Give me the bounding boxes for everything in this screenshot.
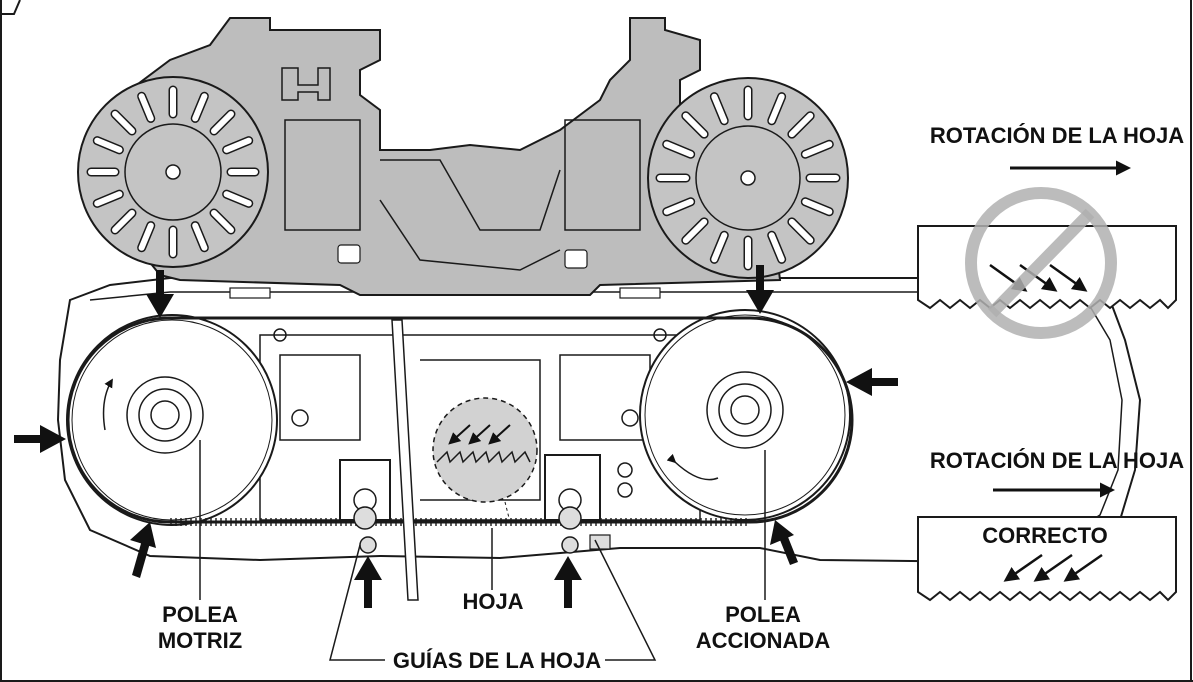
label-blade: HOJA (462, 589, 523, 614)
blade-sample-incorrect (917, 225, 1177, 310)
pointer-arrows (14, 265, 898, 608)
blade-guide-left (339, 459, 391, 554)
blade-sample-correct (917, 516, 1177, 602)
label-driven-pulley-line1: POLEA (725, 602, 801, 627)
pointer-arrow-top-left (146, 270, 174, 318)
label-drive-pulley-line2: MOTRIZ (158, 628, 242, 653)
vent-slot-fill (682, 112, 708, 138)
vent-slot-fill (768, 93, 785, 124)
label-rotation-bottom: ROTACIÓN DE LA HOJA (930, 448, 1184, 473)
pointer-arrow-guide-left (354, 556, 382, 608)
pointer-arrow-left (14, 425, 66, 453)
pointer-arrow-top-right (746, 265, 774, 314)
correct-example (917, 482, 1177, 602)
label-driven-pulley-line2: ACCIONADA (696, 628, 831, 653)
blade-guide-right (544, 454, 633, 554)
leader-guides-right (594, 539, 657, 661)
vent-slot-fill (802, 141, 833, 158)
label-blade-guides: GUÍAS DE LA HOJA (393, 648, 601, 673)
upper-left-wheel-cover (77, 76, 269, 268)
vent-slot-fill (768, 232, 785, 263)
vent-slot-fill (112, 111, 135, 134)
vent-slot-fill (788, 218, 814, 244)
leader-guides-left (329, 544, 385, 661)
vent-slot-fill (112, 210, 135, 233)
teeth-detail-magnifier (432, 397, 538, 523)
vent-slot-fill (138, 222, 154, 251)
pointer-arrow-bottom-right (770, 520, 798, 565)
driven-pulley (639, 309, 851, 521)
vent-slot-fill (94, 191, 123, 207)
vent-slot-fill (211, 210, 234, 233)
label-rotation-top: ROTACIÓN DE LA HOJA (930, 123, 1184, 148)
vent-slot-fill (711, 93, 728, 124)
vent-slot-fill (94, 137, 123, 153)
vent-slot-fill (682, 218, 708, 244)
label-drive-pulley-line1: POLEA (162, 602, 238, 627)
label-correct: CORRECTO (982, 523, 1108, 548)
saw-housing-upper (98, 17, 782, 299)
upper-right-wheel-cover (647, 77, 849, 279)
pointer-arrow-guide-right (554, 556, 582, 608)
vent-slot-fill (711, 232, 728, 263)
prohibited-icon (965, 187, 1117, 339)
vent-slot-fill (223, 137, 252, 153)
vent-slot-fill (788, 112, 814, 138)
saw-frame-lower (56, 277, 1142, 564)
pointer-arrow-right (846, 368, 898, 396)
vent-slot-fill (223, 191, 252, 207)
vent-slot-fill (211, 111, 234, 134)
vent-slot-fill (192, 222, 208, 251)
pointer-arrow-bottom-left (130, 522, 156, 578)
vent-slot-fill (138, 93, 154, 122)
vent-slot-fill (192, 93, 208, 122)
saw-blade (66, 316, 854, 526)
blade-guard (391, 319, 419, 601)
vent-slot-fill (663, 198, 694, 215)
leader-lines (199, 440, 766, 661)
vent-slot-fill (802, 198, 833, 215)
vent-slot-fill (663, 141, 694, 158)
incorrect-example (917, 160, 1177, 339)
